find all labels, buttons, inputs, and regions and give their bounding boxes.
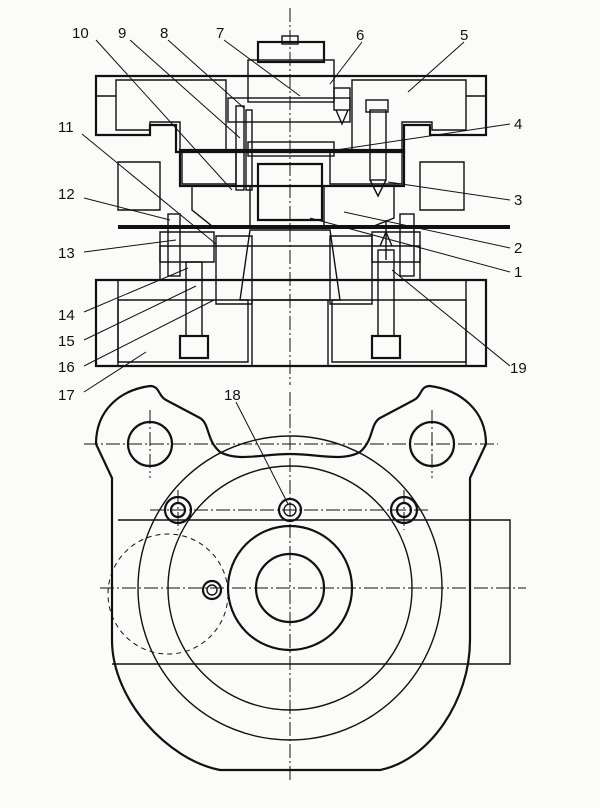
auxiliary-dashed-circle <box>107 533 229 655</box>
label-5: 5 <box>460 27 468 44</box>
label-10: 10 <box>72 25 89 42</box>
label-19: 19 <box>510 360 527 377</box>
label-17: 17 <box>58 387 75 404</box>
lower-die-plate <box>94 278 488 368</box>
die-plate-outline <box>94 384 488 772</box>
leader-18 <box>235 401 289 505</box>
label-1: 1 <box>514 264 522 281</box>
leader-lines <box>81 39 511 393</box>
label-18: 18 <box>224 387 241 404</box>
label-6: 6 <box>356 27 364 44</box>
label-3: 3 <box>514 192 522 209</box>
label-11: 11 <box>58 119 74 136</box>
label-2: 2 <box>514 240 522 257</box>
label-9: 9 <box>118 25 126 42</box>
upper-side-blocks <box>117 161 465 211</box>
upper-die-plate <box>94 74 488 154</box>
callout-labels: 10 9 8 7 6 5 4 3 2 1 19 11 12 13 14 15 1… <box>58 25 527 404</box>
label-7: 7 <box>216 25 224 42</box>
strip-outline <box>112 519 511 665</box>
label-13: 13 <box>58 245 75 262</box>
lower-screws <box>167 213 415 360</box>
label-4: 4 <box>514 116 522 133</box>
label-14: 14 <box>58 307 75 324</box>
left-pin <box>201 579 223 601</box>
plan-view <box>84 384 526 780</box>
section-view <box>81 8 511 393</box>
label-16: 16 <box>58 359 75 376</box>
label-15: 15 <box>58 333 75 350</box>
lower-die-retainer <box>159 231 421 305</box>
label-12: 12 <box>58 186 75 203</box>
label-8: 8 <box>160 25 168 42</box>
punch-shank <box>247 35 335 103</box>
